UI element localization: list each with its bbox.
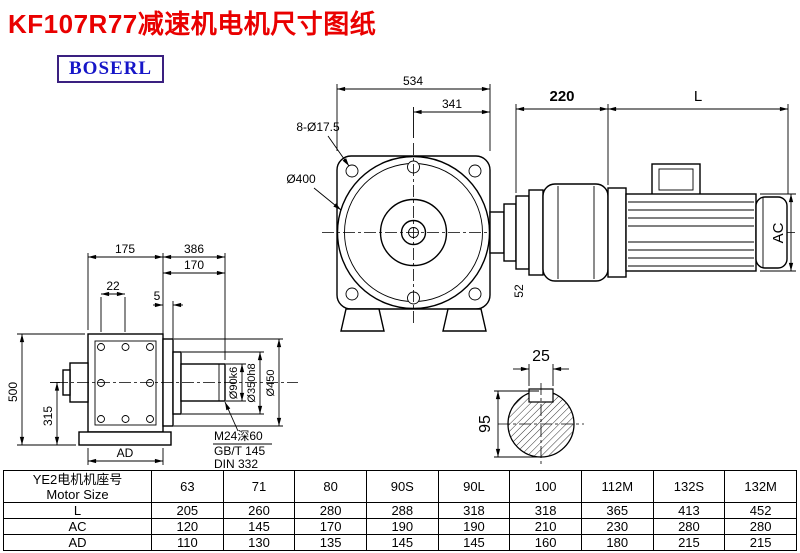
spec-value-cell: 135	[294, 534, 367, 551]
thread-note-1: M24深60	[214, 429, 263, 443]
dim-AC: AC	[770, 222, 787, 243]
bolt-hole	[345, 287, 359, 301]
spec-value-cell: 280	[724, 518, 797, 535]
spec-value-cell: 180	[580, 534, 654, 551]
spec-value-cell: 205	[151, 502, 224, 519]
shaft-section-view: 25 95	[477, 348, 584, 466]
side-dimensions: 175 386 170 22 5 500 315 AD	[6, 242, 283, 470]
brand-text: BOSERL	[69, 58, 153, 79]
spec-value-cell: 215	[724, 534, 797, 551]
dim-52: 52	[512, 284, 526, 298]
thread-note-2: GB/T 145	[214, 444, 265, 458]
thread-note-3: DIN 332	[214, 457, 258, 470]
size-header-cell: 63	[151, 470, 224, 503]
table-header-row: YE2电机机座号 Motor Size 63 71 80 90S 90L 100…	[3, 470, 797, 503]
spec-value-cell: 190	[365, 518, 439, 535]
dim-AD: AD	[117, 446, 134, 460]
size-header-cell: 71	[222, 470, 296, 503]
spec-value-cell: 452	[724, 502, 797, 519]
spec-value-cell: 318	[437, 502, 511, 519]
spec-value-cell: 145	[437, 534, 511, 551]
spec-value-cell: 280	[294, 502, 367, 519]
dim-95: 95	[477, 415, 494, 433]
dim-175: 175	[115, 242, 135, 256]
bolt-hole	[345, 164, 359, 178]
spec-value-cell: 170	[294, 518, 367, 535]
motor-assembly-view	[489, 163, 788, 282]
dia-450-label: Ø450	[265, 370, 277, 397]
size-header-cell: 100	[509, 470, 582, 503]
technical-drawing: 534 341 8-Ø17.5 Ø400 220 L AC 52	[6, 74, 796, 470]
spec-value-cell: 130	[222, 534, 296, 551]
front-dimensions: 534 341 8-Ø17.5 Ø400 220 L AC 52	[286, 74, 796, 298]
spec-value-cell: 215	[652, 534, 726, 551]
motor-body	[625, 193, 757, 272]
spec-value-cell: 160	[509, 534, 582, 551]
size-header-cell: 80	[294, 470, 367, 503]
table-row-AC: AC 120 145 170 190 190 210 230 280 280	[3, 518, 797, 535]
size-header-cell: 90S	[365, 470, 439, 503]
header-en: Motor Size	[46, 486, 109, 502]
motor-size-table: YE2电机机座号 Motor Size 63 71 80 90S 90L 100…	[3, 470, 797, 551]
dia-400-label: Ø400	[286, 172, 316, 186]
size-header-cell: 132S	[652, 470, 726, 503]
page-title: KF107R77减速机电机尺寸图纸	[8, 9, 377, 39]
brand-logo: BOSERL	[57, 55, 165, 83]
spec-value-cell: 190	[437, 518, 511, 535]
row-label-cell: L	[3, 502, 152, 519]
dim-341: 341	[442, 97, 462, 111]
spec-value-cell: 413	[652, 502, 726, 519]
dim-315: 315	[41, 406, 55, 426]
fan-cover	[755, 196, 788, 269]
dia-350-label: Ø350h8	[246, 363, 258, 402]
dim-220: 220	[549, 88, 574, 105]
spec-value-cell: 288	[365, 502, 439, 519]
dim-534: 534	[403, 74, 423, 88]
dim-5: 5	[154, 289, 161, 303]
table-row-L: L 205 260 280 288 318 318 365 413 452	[3, 502, 797, 519]
spec-value-cell: 365	[580, 502, 654, 519]
row-label-cell: AD	[3, 534, 152, 551]
motor-size-header-cell: YE2电机机座号 Motor Size	[3, 470, 152, 503]
side-view	[56, 333, 298, 446]
bolt-hole	[468, 287, 482, 301]
spec-value-cell: 280	[652, 518, 726, 535]
spec-value-cell: 210	[509, 518, 582, 535]
dim-25: 25	[532, 348, 550, 365]
dim-500: 500	[6, 382, 20, 402]
row-label-cell: AC	[3, 518, 152, 535]
size-header-cell: 132M	[724, 470, 797, 503]
size-header-cell: 90L	[437, 470, 511, 503]
spec-value-cell: 145	[365, 534, 439, 551]
spec-value-cell: 110	[151, 534, 224, 551]
mounting-foot	[78, 431, 172, 446]
spec-value-cell: 120	[151, 518, 224, 535]
dim-L: L	[694, 88, 702, 105]
bolt-hole	[468, 164, 482, 178]
holes-label: 8-Ø17.5	[296, 120, 340, 134]
dia-90-label: Ø90k6	[228, 367, 240, 399]
dim-386: 386	[184, 242, 204, 256]
spec-value-cell: 260	[222, 502, 296, 519]
spec-value-cell: 230	[580, 518, 654, 535]
spec-value-cell: 318	[509, 502, 582, 519]
dim-170: 170	[184, 258, 204, 272]
spec-value-cell: 145	[222, 518, 296, 535]
size-header-cell: 112M	[580, 470, 654, 503]
table-row-AD: AD 110 130 135 145 145 160 180 215 215	[3, 534, 797, 551]
dim-22: 22	[106, 279, 120, 293]
header-cn: YE2电机机座号	[32, 471, 123, 487]
